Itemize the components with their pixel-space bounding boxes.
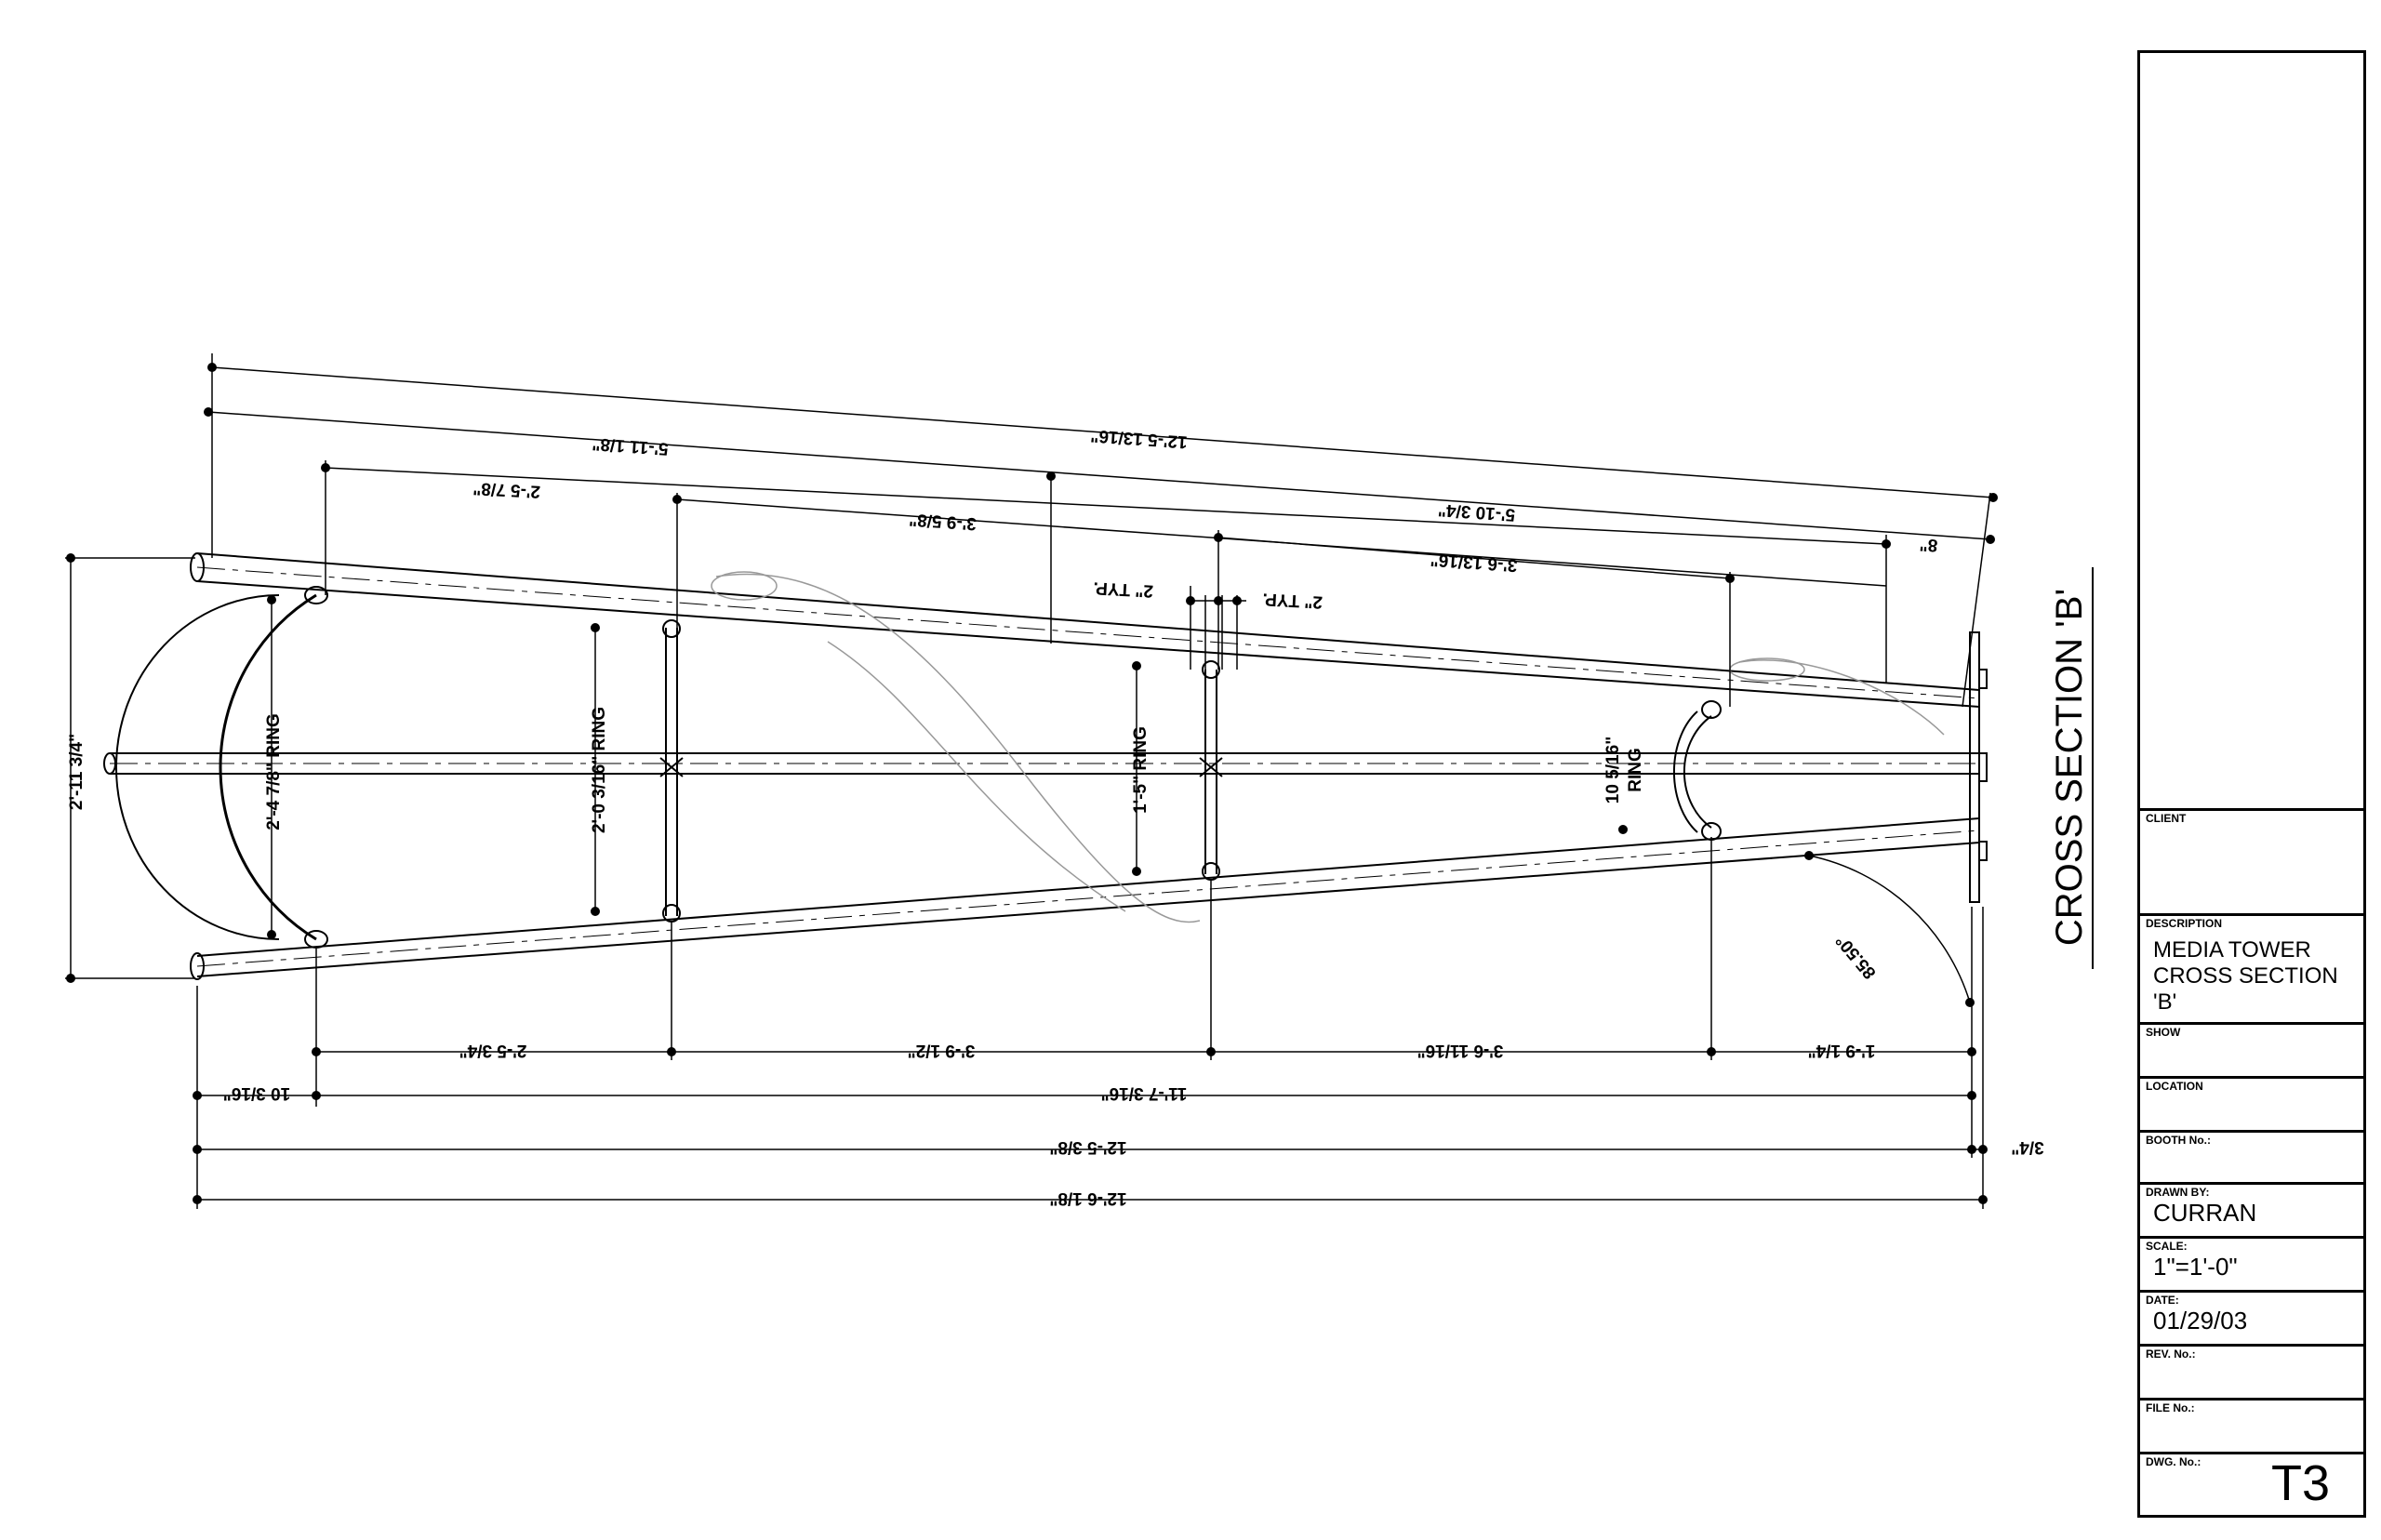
base-plate <box>1969 631 1988 903</box>
scale-label: SCALE: <box>2146 1240 2188 1253</box>
description-cell: DESCRIPTION MEDIA TOWER CROSS SECTION 'B… <box>2140 916 2363 1025</box>
show-cell: SHOW <box>2140 1025 2363 1079</box>
ring-label-1: 2'-4 7/8" RING <box>264 713 284 830</box>
dim-overall-bottom: 12'-6 1/8" <box>1049 1188 1126 1208</box>
section-title: CROSS SECTION 'B' <box>2049 589 2090 946</box>
dim-left-height: 2'-11 3/4" <box>67 734 86 810</box>
show-label: SHOW <box>2146 1026 2181 1039</box>
file-label: FILE No.: <box>2146 1401 2195 1414</box>
date-cell: DATE: 01/29/03 <box>2140 1293 2363 1347</box>
dim-bottom-seg3: 3'-6 11/16" <box>1417 1041 1504 1060</box>
dwg-label: DWG. No.: <box>2146 1455 2201 1468</box>
ring-label-4-line2: RING <box>1626 748 1645 792</box>
description-label: DESCRIPTION <box>2146 917 2223 930</box>
drawn-by-value: CURRAN <box>2153 1199 2257 1227</box>
dim-typ-left: 2" TYP. <box>1093 578 1154 600</box>
lower-chord <box>196 817 1980 977</box>
left-dimension-line <box>65 557 1137 979</box>
drawn-by-label: DRAWN BY: <box>2146 1186 2210 1199</box>
rev-cell: REV. No.: <box>2140 1347 2363 1401</box>
date-label: DATE: <box>2146 1294 2179 1307</box>
dim-typ-right: 2" TYP. <box>1262 589 1324 611</box>
lower-chord-end-cap <box>190 952 205 980</box>
ring-label-2: 2'-0 3/16" RING <box>590 707 609 833</box>
ring-arc-1 <box>219 593 317 941</box>
dim-overall-top: 12'-5 13/16" <box>1090 425 1189 451</box>
dim-end-offset: 10 3/16" <box>223 1083 290 1103</box>
file-cell: FILE No.: <box>2140 1401 2363 1454</box>
dim-bottom-seg1: 2'-5 3/4" <box>459 1041 527 1060</box>
dwg-value: T3 <box>2270 1455 2330 1511</box>
dwg-cell: DWG. No.: T3 <box>2140 1454 2363 1516</box>
scale-cell: SCALE: 1"=1'-0" <box>2140 1239 2363 1293</box>
dim-overall-inner: 12'-5 3/8" <box>1049 1137 1126 1157</box>
angle-arc <box>1808 855 1971 1003</box>
location-label: LOCATION <box>2146 1080 2203 1093</box>
dim-side-gap: 3/4" <box>2011 1137 2043 1157</box>
dim-span: 11'-7 3/16" <box>1101 1083 1188 1103</box>
ring-strut-2 <box>659 628 684 916</box>
client-cell: CLIENT <box>2140 811 2363 916</box>
title-block-top-area <box>2140 53 2363 811</box>
dim-upper-right: 5'-10 3/4" <box>1437 499 1516 524</box>
dim-mid-left: 3'-9 5/8" <box>909 509 978 533</box>
booth-label: BOOTH No.: <box>2146 1134 2211 1147</box>
ring-label-3: 1'-5" RING <box>1131 726 1151 814</box>
description-line1: MEDIA TOWER <box>2153 937 2311 962</box>
ring-arc-4 <box>1683 715 1712 829</box>
hidden-lines <box>711 571 1945 923</box>
description-line2: CROSS SECTION 'B' <box>2153 963 2338 1015</box>
ring-label-4-line1: 10 5/16" <box>1603 737 1623 803</box>
dim-mid-right: 3'-6 13/16" <box>1430 550 1518 575</box>
location-cell: LOCATION <box>2140 1079 2363 1133</box>
center-spine <box>103 752 1979 775</box>
top-dimension-lines <box>207 353 1994 708</box>
dim-first-segment: 5'-11 1/8" <box>592 433 669 458</box>
rev-label: REV. No.: <box>2146 1348 2196 1361</box>
upper-chord <box>196 552 1980 708</box>
dim-end-gap: 8" <box>1919 534 1938 554</box>
bottom-dimension-lines <box>196 837 1987 1209</box>
title-block: CLIENT DESCRIPTION MEDIA TOWER CROSS SEC… <box>2137 50 2366 1518</box>
dim-bottom-seg2: 3'-9 1/2" <box>908 1041 976 1060</box>
client-label: CLIENT <box>2146 812 2187 825</box>
upper-chord-end-cap <box>190 552 205 582</box>
dimension-dots <box>66 363 1998 1204</box>
scale-value: 1"=1'-0" <box>2153 1253 2238 1281</box>
drawn-by-cell: DRAWN BY: CURRAN <box>2140 1185 2363 1239</box>
angle-label: 85.50° <box>1832 931 1881 983</box>
ring-arc-1-inner <box>115 594 280 940</box>
dim-bottom-seg4: 1'-9 1/4" <box>1808 1041 1876 1060</box>
dim-ring-offset: 2'-5 7/8" <box>472 478 541 501</box>
ring-strut-3 <box>1199 670 1223 874</box>
date-value: 01/29/03 <box>2153 1307 2248 1334</box>
booth-cell: BOOTH No.: <box>2140 1133 2363 1185</box>
